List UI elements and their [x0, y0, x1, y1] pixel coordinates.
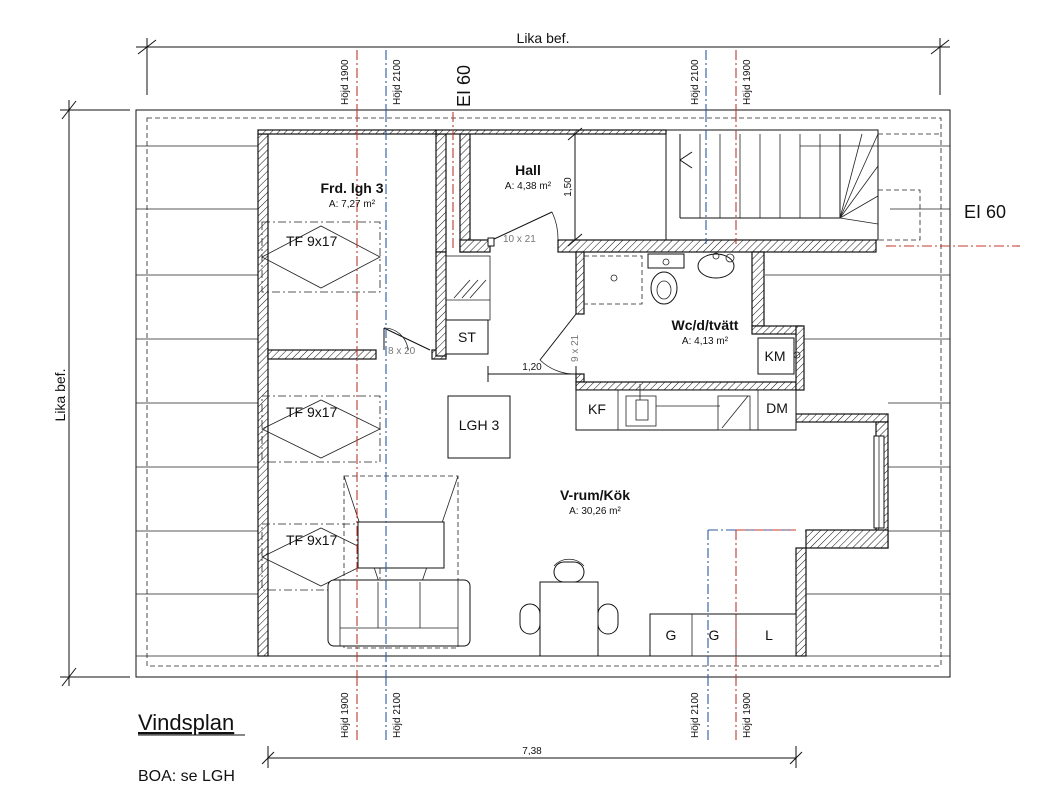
storage-l-label: L [765, 627, 773, 643]
st-box [445, 319, 489, 355]
room-wc-area: A: 4,13 m² [682, 336, 729, 347]
lgh-box [447, 395, 511, 459]
roof-outline [135, 109, 951, 678]
hojd-1900-bottom-left: Höjd 1900 [340, 692, 351, 738]
wc-fixtures [583, 252, 735, 305]
storage-g1-label: G [666, 627, 677, 643]
kf-label: KF [588, 401, 606, 417]
bottom-dimension: 7,38 [261, 746, 803, 768]
boa-note: BOA: se LGH [138, 768, 235, 785]
corridor-dimension-label: 1,20 [522, 362, 542, 373]
hall-dimension-label: 1,50 [563, 177, 574, 197]
window-tf-1: TF 9x17 [261, 221, 381, 293]
plan-title: Vindsplan [138, 710, 234, 735]
room-vrum-area: A: 30,26 m² [569, 506, 621, 517]
door-hall: 10 x 21 [487, 211, 559, 247]
door-frd: 8 x 20 [383, 327, 431, 357]
left-dimension-label: Lika bef. [52, 369, 68, 422]
left-dimension: Lika bef. [52, 100, 130, 687]
fire-rating-top: EI 60 [454, 65, 474, 107]
hojd-2100-top-right: Höjd 2100 [690, 59, 701, 105]
height-lines [356, 50, 1020, 740]
storage-g2-label: G [709, 627, 720, 643]
hall-dimension: 1,50 [563, 127, 583, 247]
hojd-1900-top-right: Höjd 1900 [742, 59, 753, 105]
roof-slope-right [765, 145, 950, 657]
hojd-1900-bottom-right: Höjd 1900 [742, 692, 753, 738]
st-label: ST [458, 329, 476, 345]
dormer-window [873, 435, 885, 529]
top-dimension-label: Lika bef. [517, 30, 570, 46]
door-hall-label: 10 x 21 [503, 234, 536, 245]
fire-rating-right: EI 60 [964, 202, 1006, 222]
roof-dashed-outline [146, 117, 942, 667]
km-outlet-icon [793, 351, 801, 359]
bottom-dimension-label: 7,38 [522, 746, 542, 757]
door-frd-label: 8 x 20 [388, 346, 416, 357]
roof-slope-left [136, 145, 258, 657]
window-tf-1-label: TF 9x17 [286, 233, 338, 249]
room-frd-area: A: 7,27 m² [329, 199, 376, 210]
stair-dashed-landing [878, 133, 940, 241]
room-hall-area: A: 4,38 m² [505, 181, 552, 192]
dm-label: DM [766, 400, 788, 416]
room-vrum-name: V-rum/Kök [560, 487, 630, 503]
living-furniture [327, 475, 471, 649]
door-wc: 9 x 21 [539, 313, 581, 375]
window-tf-2: TF 9x17 [261, 395, 381, 463]
hojd-2100-top-left: Höjd 2100 [392, 59, 403, 105]
dining-table [519, 558, 619, 657]
storage-row [649, 613, 797, 657]
room-wc-name: Wc/d/tvätt [672, 317, 739, 333]
hojd-1900-top-left: Höjd 1900 [340, 59, 351, 105]
window-tf-3-label: TF 9x17 [286, 532, 338, 548]
staircase [665, 129, 879, 241]
corridor-dimension: 1,20 [487, 362, 577, 382]
room-frd-name: Frd. lgh 3 [321, 180, 384, 196]
km-label: KM [765, 348, 786, 364]
hojd-2100-bottom-right: Höjd 2100 [690, 692, 701, 738]
kitchen-row [575, 384, 797, 431]
window-tf-2-label: TF 9x17 [286, 404, 338, 420]
top-dimension: Lika bef. [136, 30, 950, 95]
room-hall-name: Hall [515, 162, 541, 178]
lgh-label: LGH 3 [459, 417, 500, 433]
hojd-2100-bottom-left: Höjd 2100 [392, 692, 403, 738]
wardrobe [445, 255, 491, 321]
door-wc-label: 9 x 21 [570, 334, 581, 362]
